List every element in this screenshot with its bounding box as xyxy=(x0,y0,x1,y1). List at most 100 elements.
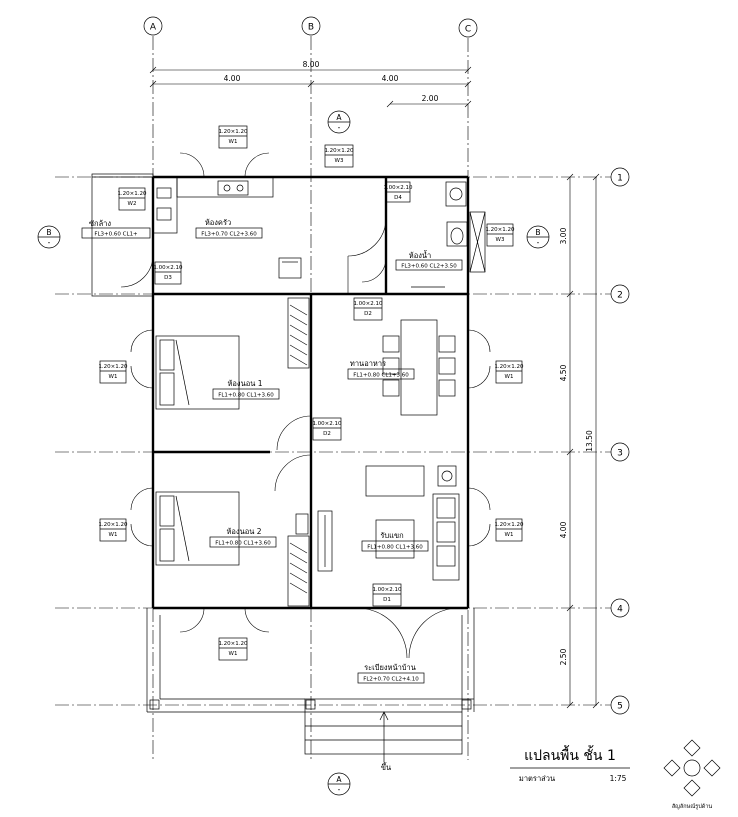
room-label-terrace: ระเบียงหน้าบ้าน FL2+0.70 CL2+4.10 xyxy=(357,663,425,684)
tag-d2-upper: 1.00×2.10 D2 xyxy=(353,297,383,321)
svg-text:-: - xyxy=(338,123,341,132)
grid-bubble-4: 4 xyxy=(610,598,630,618)
svg-text:W1: W1 xyxy=(505,532,514,538)
bathroom-fixtures xyxy=(411,181,486,288)
grid-bubble-c: C xyxy=(458,18,478,38)
walls xyxy=(91,173,470,610)
svg-text:FL1+0.80 CL1+3.60: FL1+0.80 CL1+3.60 xyxy=(353,373,409,379)
svg-text:C: C xyxy=(465,25,471,35)
tag-w1-right-lower: 1.20×1.20 W1 xyxy=(494,518,524,542)
tag-w2: 1.20×1.20 W2 xyxy=(117,187,147,211)
bed-2 xyxy=(155,491,240,566)
grid-bubble-5: 5 xyxy=(610,695,630,715)
svg-text:-: - xyxy=(48,238,51,247)
svg-text:3.00: 3.00 xyxy=(559,227,568,244)
svg-text:1.20×1.20: 1.20×1.20 xyxy=(218,129,248,135)
svg-text:1.00×2.10: 1.00×2.10 xyxy=(312,421,342,427)
grid-bubble-1: 1 xyxy=(610,167,630,187)
tag-w-top-right: 1.20×1.20 W3 xyxy=(324,144,354,168)
tag-d1: 1.00×2.10 D1 xyxy=(372,583,402,607)
svg-text:1.20×1.20: 1.20×1.20 xyxy=(218,641,248,647)
svg-text:1.00×2.10: 1.00×2.10 xyxy=(153,265,183,271)
top-dimensions: 8.00 4.00 4.00 2.00 xyxy=(149,60,472,108)
svg-text:FL1+0.80 CL1+3.60: FL1+0.80 CL1+3.60 xyxy=(367,545,423,551)
tag-w1-left-upper: 1.20×1.20 W1 xyxy=(98,360,128,384)
drawing-title: แปลนพื้น ชั้น 1 xyxy=(524,745,616,764)
svg-text:B: B xyxy=(308,23,314,33)
scale-value: 1:75 xyxy=(610,774,627,783)
svg-text:B: B xyxy=(46,228,51,237)
svg-text:W1: W1 xyxy=(109,532,118,538)
svg-text:ทานอาหาร: ทานอาหาร xyxy=(350,359,386,368)
svg-text:13.50: 13.50 xyxy=(585,430,594,452)
svg-text:1.00×2.10: 1.00×2.10 xyxy=(372,587,402,593)
svg-text:D1: D1 xyxy=(383,597,391,603)
svg-text:3: 3 xyxy=(617,449,623,459)
tag-d3: 1.00×2.10 D3 xyxy=(153,261,183,285)
svg-text:2: 2 xyxy=(617,291,623,301)
svg-text:FL2+0.70 CL2+4.10: FL2+0.70 CL2+4.10 xyxy=(363,677,419,683)
svg-text:1.00×2.10: 1.00×2.10 xyxy=(353,301,383,307)
svg-text:W2: W2 xyxy=(128,201,137,207)
wardrobe-2 xyxy=(287,535,310,607)
svg-text:D3: D3 xyxy=(164,275,172,281)
svg-text:W3: W3 xyxy=(335,158,344,164)
right-dimensions: 3.00 4.50 4.00 2.50 13.50 xyxy=(559,173,600,709)
tag-w1-bottom: 1.20×1.20 W1 xyxy=(218,637,248,661)
tag-w1-right-upper: 1.20×1.20 W1 xyxy=(494,360,524,384)
svg-text:1.20×1.20: 1.20×1.20 xyxy=(98,364,128,370)
svg-text:2.50: 2.50 xyxy=(559,648,568,665)
terrace: ขึ้น xyxy=(146,608,475,772)
svg-text:ระเบียงหน้าบ้าน: ระเบียงหน้าบ้าน xyxy=(364,663,416,672)
svg-text:4.50: 4.50 xyxy=(559,364,568,381)
svg-text:-: - xyxy=(338,785,341,794)
room-label-wash: ซักล้าง FL3+0.60 CL1+ xyxy=(81,219,151,239)
section-marker-b-right: B - xyxy=(526,225,550,249)
svg-text:FL1+0.80 CL1+3.60: FL1+0.80 CL1+3.60 xyxy=(215,541,271,547)
svg-text:W3: W3 xyxy=(496,237,505,243)
room-label-bed1: ห้องนอน 1 FL1+0.80 CL1+3.60 xyxy=(212,379,280,400)
wardrobe-1 xyxy=(287,297,310,369)
elevation-legend: สัญลักษณ์รูปด้าน xyxy=(663,739,721,810)
grid-bubble-2: 2 xyxy=(610,284,630,304)
grid-bubble-b: B xyxy=(301,16,321,36)
svg-text:4.00: 4.00 xyxy=(559,521,568,538)
grid-bubble-a: A xyxy=(143,16,163,36)
doors xyxy=(120,152,491,659)
svg-text:1.20×1.20: 1.20×1.20 xyxy=(485,227,515,233)
room-label-kitchen: ห้องครัว FL3+0.70 CL2+3.60 xyxy=(195,218,263,239)
tag-d4: 1.00×2.10 D4 xyxy=(383,181,413,203)
svg-text:8.00: 8.00 xyxy=(303,60,320,69)
bedside-table xyxy=(295,513,309,535)
svg-text:1.20×1.20: 1.20×1.20 xyxy=(494,522,524,528)
svg-text:1.20×1.20: 1.20×1.20 xyxy=(494,364,524,370)
section-marker-a-top: A - xyxy=(327,110,351,134)
bed-1 xyxy=(155,335,240,410)
svg-text:FL3+0.60 CL1+: FL3+0.60 CL1+ xyxy=(94,232,138,238)
svg-text:A: A xyxy=(336,113,342,122)
svg-text:4.00: 4.00 xyxy=(382,74,399,83)
section-marker-a-bottom: A - xyxy=(327,772,351,796)
svg-text:-: - xyxy=(537,238,540,247)
svg-text:FL1+0.80 CL1+3.60: FL1+0.80 CL1+3.60 xyxy=(218,393,274,399)
svg-text:1: 1 xyxy=(617,174,623,184)
svg-text:4.00: 4.00 xyxy=(224,74,241,83)
section-marker-b-left: B - xyxy=(37,225,61,249)
svg-text:B: B xyxy=(535,228,540,237)
room-label-bath: ห้องน้ำ FL3+0.60 CL2+3.50 xyxy=(395,250,463,271)
svg-text:ห้องครัว: ห้องครัว xyxy=(205,218,231,227)
tag-w1-top: 1.20×1.20 W1 xyxy=(218,125,248,149)
svg-text:W1: W1 xyxy=(229,139,238,145)
svg-text:ซักล้าง: ซักล้าง xyxy=(89,219,111,228)
svg-text:D4: D4 xyxy=(394,195,402,201)
svg-text:1.20×1.20: 1.20×1.20 xyxy=(98,522,128,528)
svg-text:สัญลักษณ์รูปด้าน: สัญลักษณ์รูปด้าน xyxy=(672,803,713,810)
svg-text:1.00×2.10: 1.00×2.10 xyxy=(383,185,413,191)
svg-text:FL3+0.70 CL2+3.60: FL3+0.70 CL2+3.60 xyxy=(201,232,257,238)
living-furniture xyxy=(317,465,460,581)
svg-text:รับแขก: รับแขก xyxy=(380,531,403,540)
svg-text:ขึ้น: ขึ้น xyxy=(381,762,391,772)
tag-d2-middle: 1.00×2.10 D2 xyxy=(312,417,342,441)
